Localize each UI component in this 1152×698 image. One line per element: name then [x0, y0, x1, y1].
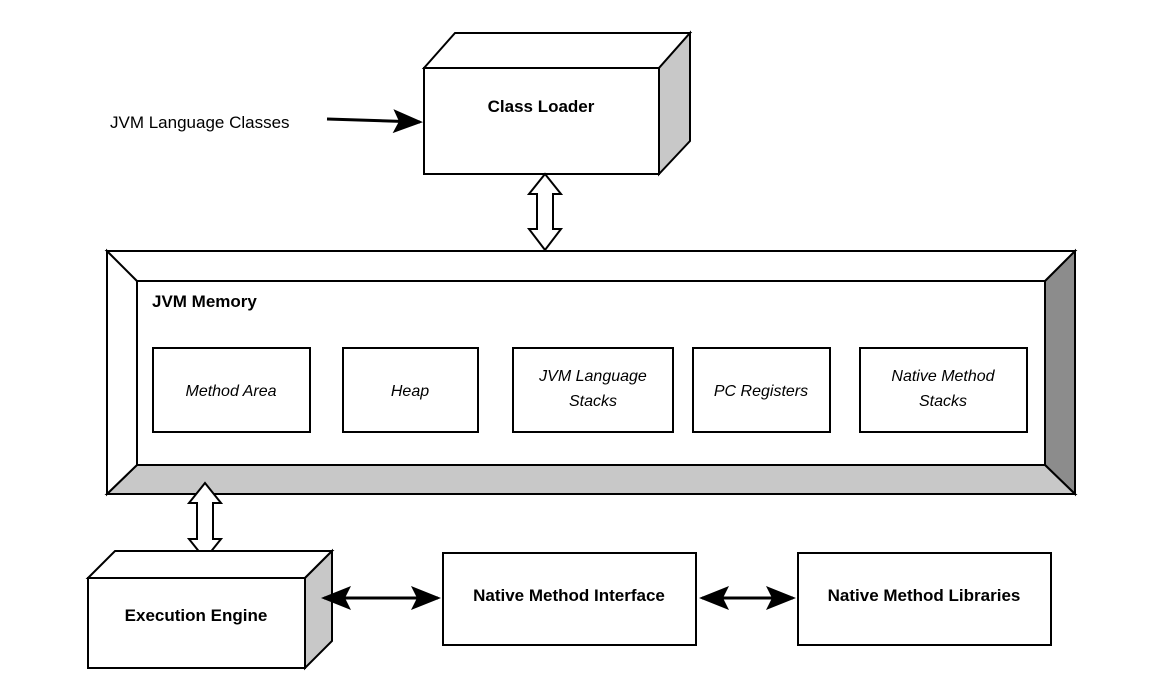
native-method-interface-rect: [442, 552, 697, 646]
memory-region-heap[interactable]: Heap: [342, 347, 479, 433]
execution-engine-box[interactable]: Execution Engine: [85, 548, 335, 671]
native-method-libraries-label: Native Method Libraries: [828, 586, 1021, 605]
native-method-libraries-box[interactable]: Native Method Libraries: [797, 552, 1052, 646]
arrow-classes-to-class-loader: [326, 109, 423, 134]
memory-region-native-method-stacks-box: [859, 347, 1028, 433]
jvm-memory-top-face: [104, 250, 1078, 282]
native-method-libraries-rect: [797, 552, 1052, 646]
jvm-memory-container[interactable]: JVM Memory Method Area Heap JVM Language…: [104, 248, 1078, 497]
memory-region-native-method-stacks[interactable]: Native Method Stacks: [859, 347, 1028, 433]
memory-region-heap-label: Heap: [391, 383, 429, 400]
execution-engine-front-face: [87, 577, 306, 669]
jvm-memory-bottom-face: [104, 464, 1078, 495]
jvm-memory-left-face: [106, 248, 138, 497]
class-loader-label: Class Loader: [488, 97, 595, 116]
hollow-double-arrow-vertical-top: [526, 172, 564, 252]
memory-region-heap-box: [342, 347, 479, 433]
input-label-jvm-language-classes: JVM Language Classes: [110, 113, 290, 132]
native-method-interface-label: Native Method Interface: [473, 586, 665, 605]
memory-region-pc-registers-label: PC Registers: [714, 383, 808, 400]
jvm-memory-right-face: [1044, 248, 1076, 497]
memory-region-method-area[interactable]: Method Area: [152, 347, 311, 433]
execution-engine-top-face: [85, 550, 335, 579]
connector-class-loader-to-jvm-memory: [526, 172, 564, 252]
memory-region-method-area-label: Method Area: [185, 383, 276, 400]
memory-region-native-method-stacks-label-line1: Native Method: [891, 368, 995, 385]
memory-region-jvm-language-stacks-box: [512, 347, 674, 433]
class-loader-top-face: [421, 32, 693, 69]
memory-region-pc-registers[interactable]: PC Registers: [692, 347, 831, 433]
jvm-memory-label: JVM Memory: [152, 292, 257, 311]
execution-engine-label: Execution Engine: [125, 606, 268, 625]
memory-region-jvm-language-stacks-label-line1: JVM Language: [538, 368, 647, 385]
memory-region-jvm-language-stacks-label-line2: Stacks: [569, 393, 617, 410]
connector-classes-to-class-loader: [326, 109, 423, 134]
memory-region-method-area-box: [152, 347, 311, 433]
memory-region-pc-registers-box: [692, 347, 831, 433]
class-loader-box[interactable]: Class Loader: [421, 30, 693, 177]
native-method-interface-box[interactable]: Native Method Interface: [442, 552, 697, 646]
class-loader-front-face: [423, 67, 660, 175]
memory-region-jvm-language-stacks[interactable]: JVM Language Stacks: [512, 347, 674, 433]
memory-region-native-method-stacks-label-line2: Stacks: [919, 393, 967, 410]
